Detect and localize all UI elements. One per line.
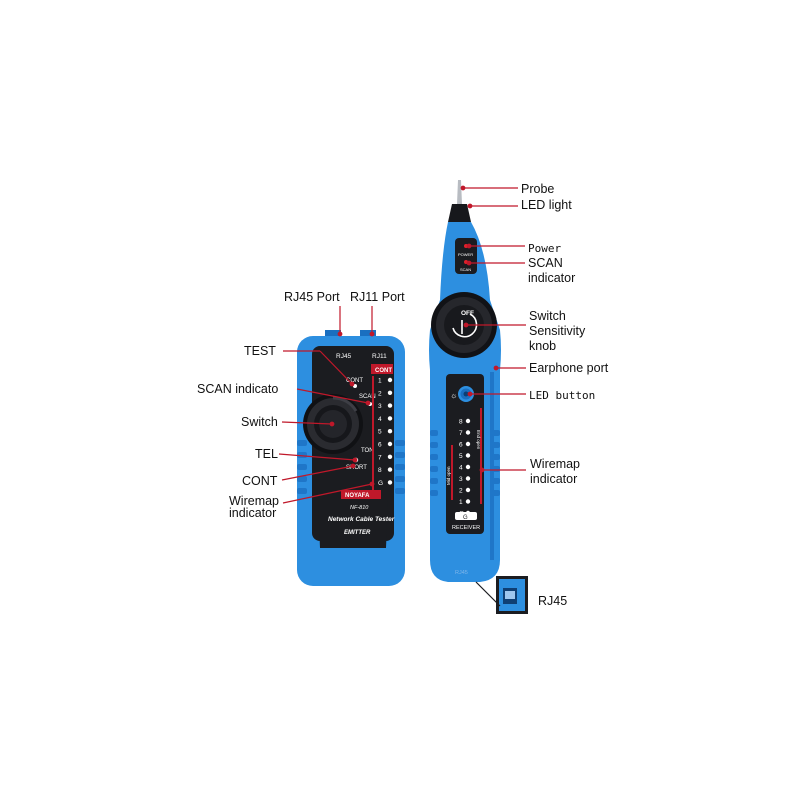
emitter-led-number: 7: [378, 454, 382, 461]
emitter-led-dot: [387, 467, 393, 472]
receiver-g-text: G: [463, 515, 468, 521]
mid-open-bracket: [451, 445, 453, 500]
emitter-mode-ton: TON: [361, 448, 374, 454]
emitter-label-area: [318, 500, 388, 548]
receiver-led-number: 4: [459, 465, 463, 472]
cont-badge: [371, 364, 393, 374]
emitter-led-bracket: [372, 376, 374, 491]
label-led-light: LED light: [521, 198, 572, 212]
emitter-led-number: 1: [378, 378, 382, 385]
label-switch-sensitivity-3: knob: [529, 339, 557, 353]
receiver-face-panel: [446, 374, 484, 534]
model-text: NF-810: [350, 505, 369, 511]
label-wiremap-left-2: indicator: [229, 506, 277, 520]
rj45-inset-image: [475, 576, 528, 614]
label-wiremap-left-1: Wiremap: [229, 494, 280, 508]
emitter-led-dot: [387, 441, 393, 447]
emitter-led-dot: [387, 480, 393, 485]
emitter-led-number: 6: [378, 442, 382, 449]
brand-badge: [341, 490, 381, 499]
label-wiremap-right-2: indicator: [530, 472, 578, 486]
emitter-led-dot: [387, 377, 393, 383]
emitter-unit-text: EMITTER: [344, 530, 371, 536]
receiver-led-number: 8: [459, 419, 463, 426]
emitter-led-dot: [387, 454, 393, 459]
emitter-led-dot: [387, 403, 393, 408]
rj45-port-housing: [325, 330, 341, 340]
emitter-grip-right: [395, 440, 405, 494]
receiver-indicator-panel: [455, 238, 477, 274]
receiver-led-number: 3: [459, 476, 463, 483]
emitter-led-number: 4: [378, 416, 382, 423]
emitter-led-number: 8: [378, 467, 382, 474]
receiver-led-dot: [465, 487, 471, 493]
receiver-led-dot: [465, 430, 471, 435]
end-open-text: End open: [476, 430, 481, 450]
label-switch-sensitivity-2: Sensitivity: [529, 324, 586, 338]
emitter-led-dot: [387, 429, 393, 434]
receiver-device: POWER SCAN OFF ☼ End open Mid open 8 7 6 5 4…: [429, 180, 501, 582]
emitter-mode-short: SHORT: [346, 465, 367, 471]
receiver-power-text: POWER: [458, 252, 473, 257]
emitter-rj45-text: RJ45: [336, 353, 352, 360]
label-scan-indicator-1: SCAN: [528, 256, 563, 270]
receiver-led-dot: [465, 418, 471, 424]
label-switch: Switch: [241, 415, 278, 429]
label-earphone-port: Earphone port: [529, 361, 609, 375]
label-rj11-port: RJ11 Port: [350, 290, 405, 304]
receiver-unit-text: RECEIVER: [452, 525, 480, 531]
receiver-led-number: 2: [459, 488, 463, 495]
end-open-bracket: [480, 408, 482, 504]
emitter-mode-cont: CONT: [346, 378, 363, 384]
receiver-led-dot: [465, 453, 471, 458]
flashlight-icon: ☼: [450, 391, 457, 400]
emitter-led-number: 3: [378, 403, 382, 410]
led-button[interactable]: [458, 386, 474, 402]
cont-badge-text: CONT: [375, 368, 392, 374]
label-rj45-inset: RJ45: [538, 594, 568, 608]
mid-open-text: Mid open: [446, 466, 451, 485]
emitter-led-number: 5: [378, 429, 382, 436]
rj11-port-housing: [360, 330, 376, 340]
receiver-scan-text: SCAN: [460, 267, 471, 272]
label-led-button: LED button: [529, 389, 596, 402]
label-scan-indicator-2: indicator: [528, 271, 576, 285]
receiver-led-number: 5: [459, 453, 463, 460]
receiver-led-dot: [465, 464, 471, 470]
emitter-mode-scan: SCAN: [359, 394, 376, 400]
label-power: Power: [528, 242, 562, 255]
receiver-led-number: 7: [459, 430, 463, 437]
label-switch-sensitivity-1: Switch: [529, 309, 566, 323]
emitter-led-column: 1 2 3 4 5 6 7 8G: [378, 377, 393, 487]
product-name-text: Network Cable Tester: [328, 516, 395, 523]
receiver-led-dot: [465, 476, 471, 481]
emitter-device: RJ45 RJ11 CONT SCAN TON SHORT CONT 1 2 3 4 5…: [297, 330, 405, 586]
emitter-led-number: 2: [378, 390, 382, 397]
receiver-led-number: 1: [459, 499, 463, 506]
label-tel: TEL: [255, 447, 278, 461]
knob-off-text: OFF: [461, 310, 474, 317]
emitter-led-dot: [387, 416, 393, 421]
label-probe: Probe: [521, 182, 555, 196]
receiver-bottom-text: RJ45: [455, 570, 468, 576]
label-rj45-port: RJ45 Port: [284, 290, 340, 304]
receiver-led-dot: [465, 499, 471, 504]
label-scan-indicato: SCAN indicato: [197, 382, 279, 396]
receiver-grips: [430, 430, 500, 496]
emitter-led-number: G: [378, 480, 383, 487]
probe-tip: [457, 180, 462, 204]
receiver-led-dot: [465, 441, 471, 447]
callout-lines: [278, 185, 526, 504]
brand-text: NOYAFA: [345, 493, 370, 499]
label-test: TEST: [244, 344, 276, 358]
emitter-led-dot: [387, 390, 393, 395]
receiver-g-badge: [455, 512, 477, 520]
label-wiremap-right-1: Wiremap: [530, 457, 581, 471]
receiver-led-number: 6: [459, 442, 463, 449]
emitter-rj11-text: RJ11: [372, 353, 387, 360]
label-cont: CONT: [242, 474, 278, 488]
probe-collar: [448, 204, 471, 222]
